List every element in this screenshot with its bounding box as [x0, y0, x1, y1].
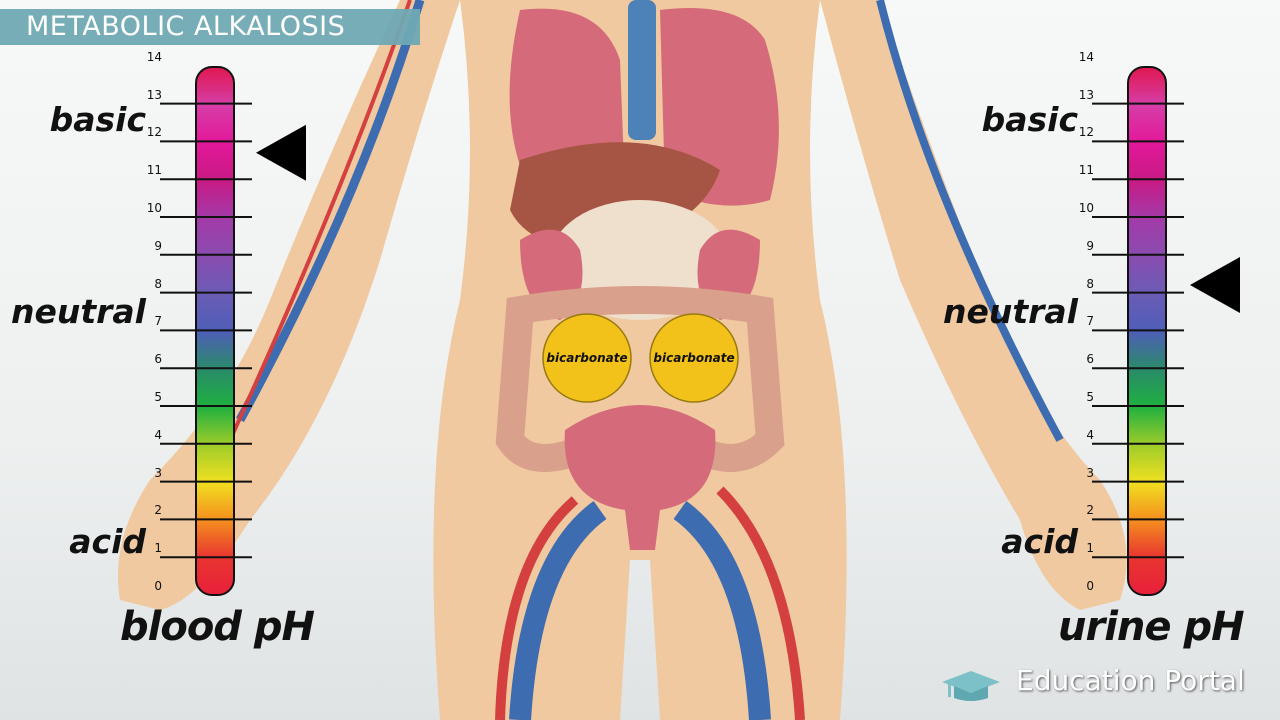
- ph-tick-label: 7: [1086, 314, 1094, 329]
- organs: [495, 0, 785, 550]
- ph-tick-label: 6: [1086, 352, 1094, 367]
- urine-acid-label: acid: [1001, 522, 1078, 561]
- brand-name: Education Portal: [1016, 664, 1245, 697]
- ph-tick-label: 0: [1086, 579, 1094, 593]
- bubble-label: bicarbonate: [546, 351, 627, 365]
- ph-tick-label: 13: [146, 87, 162, 102]
- ph-tick-label: 8: [1086, 276, 1094, 291]
- urine-ph-scale: [1092, 66, 1240, 596]
- urine-neutral-label: neutral: [943, 292, 1078, 331]
- ph-tick-label: 14: [1078, 49, 1094, 64]
- page-title: METABOLIC ALKALOSIS: [26, 11, 346, 42]
- ph-tick-label: 9: [1086, 238, 1094, 253]
- ph-tick-label: 8: [154, 276, 162, 291]
- blood-basic-label: basic: [49, 100, 146, 139]
- blood-ph-scale: [160, 66, 306, 596]
- blood-ph-title: blood pH: [120, 604, 315, 650]
- ph-tick-label: 1: [1086, 541, 1094, 556]
- bicarbonate-bubbles: bicarbonate bicarbonate: [542, 313, 739, 403]
- ph-tick-label: 6: [154, 352, 162, 367]
- ph-tick-label: 9: [154, 238, 162, 253]
- ph-tick-label: 10: [1078, 201, 1094, 215]
- ph-tick-label: 12: [1078, 125, 1094, 140]
- ph-tick-label: 5: [154, 390, 162, 404]
- blood-neutral-label: neutral: [11, 292, 146, 331]
- blood-acid-label: acid: [69, 522, 146, 561]
- ph-tick-label: 14: [146, 49, 162, 64]
- bicarbonate-bubble: [649, 313, 739, 403]
- ph-tick-label: 4: [154, 427, 162, 442]
- bicarbonate-bubble: [542, 313, 632, 403]
- ph-tick-label: 3: [154, 465, 162, 480]
- ph-indicator-arrow-icon: [1190, 257, 1240, 314]
- ph-tick-label: 11: [146, 163, 162, 178]
- graduation-cap-icon: [942, 671, 1000, 701]
- ph-tick-label: 1: [154, 541, 162, 556]
- title-bar: [0, 9, 420, 45]
- ph-tick-label: 10: [146, 201, 162, 215]
- ph-tick-label: 2: [154, 503, 162, 518]
- ph-tick-label: 2: [1086, 503, 1094, 518]
- ph-tick-label: 11: [1078, 163, 1094, 178]
- ph-tick-label: 5: [1086, 390, 1094, 404]
- ph-tick-label: 3: [1086, 465, 1094, 480]
- ph-indicator-arrow-icon: [256, 124, 306, 181]
- urine-basic-label: basic: [981, 100, 1078, 139]
- ph-tick-label: 12: [146, 125, 162, 140]
- bubble-label: bicarbonate: [653, 351, 734, 365]
- ph-tick-label: 0: [154, 579, 162, 593]
- urine-ph-title: urine pH: [1058, 604, 1245, 650]
- ph-tick-label: 13: [1078, 87, 1094, 102]
- ph-tick-label: 4: [1086, 427, 1094, 442]
- ph-tick-label: 7: [154, 314, 162, 329]
